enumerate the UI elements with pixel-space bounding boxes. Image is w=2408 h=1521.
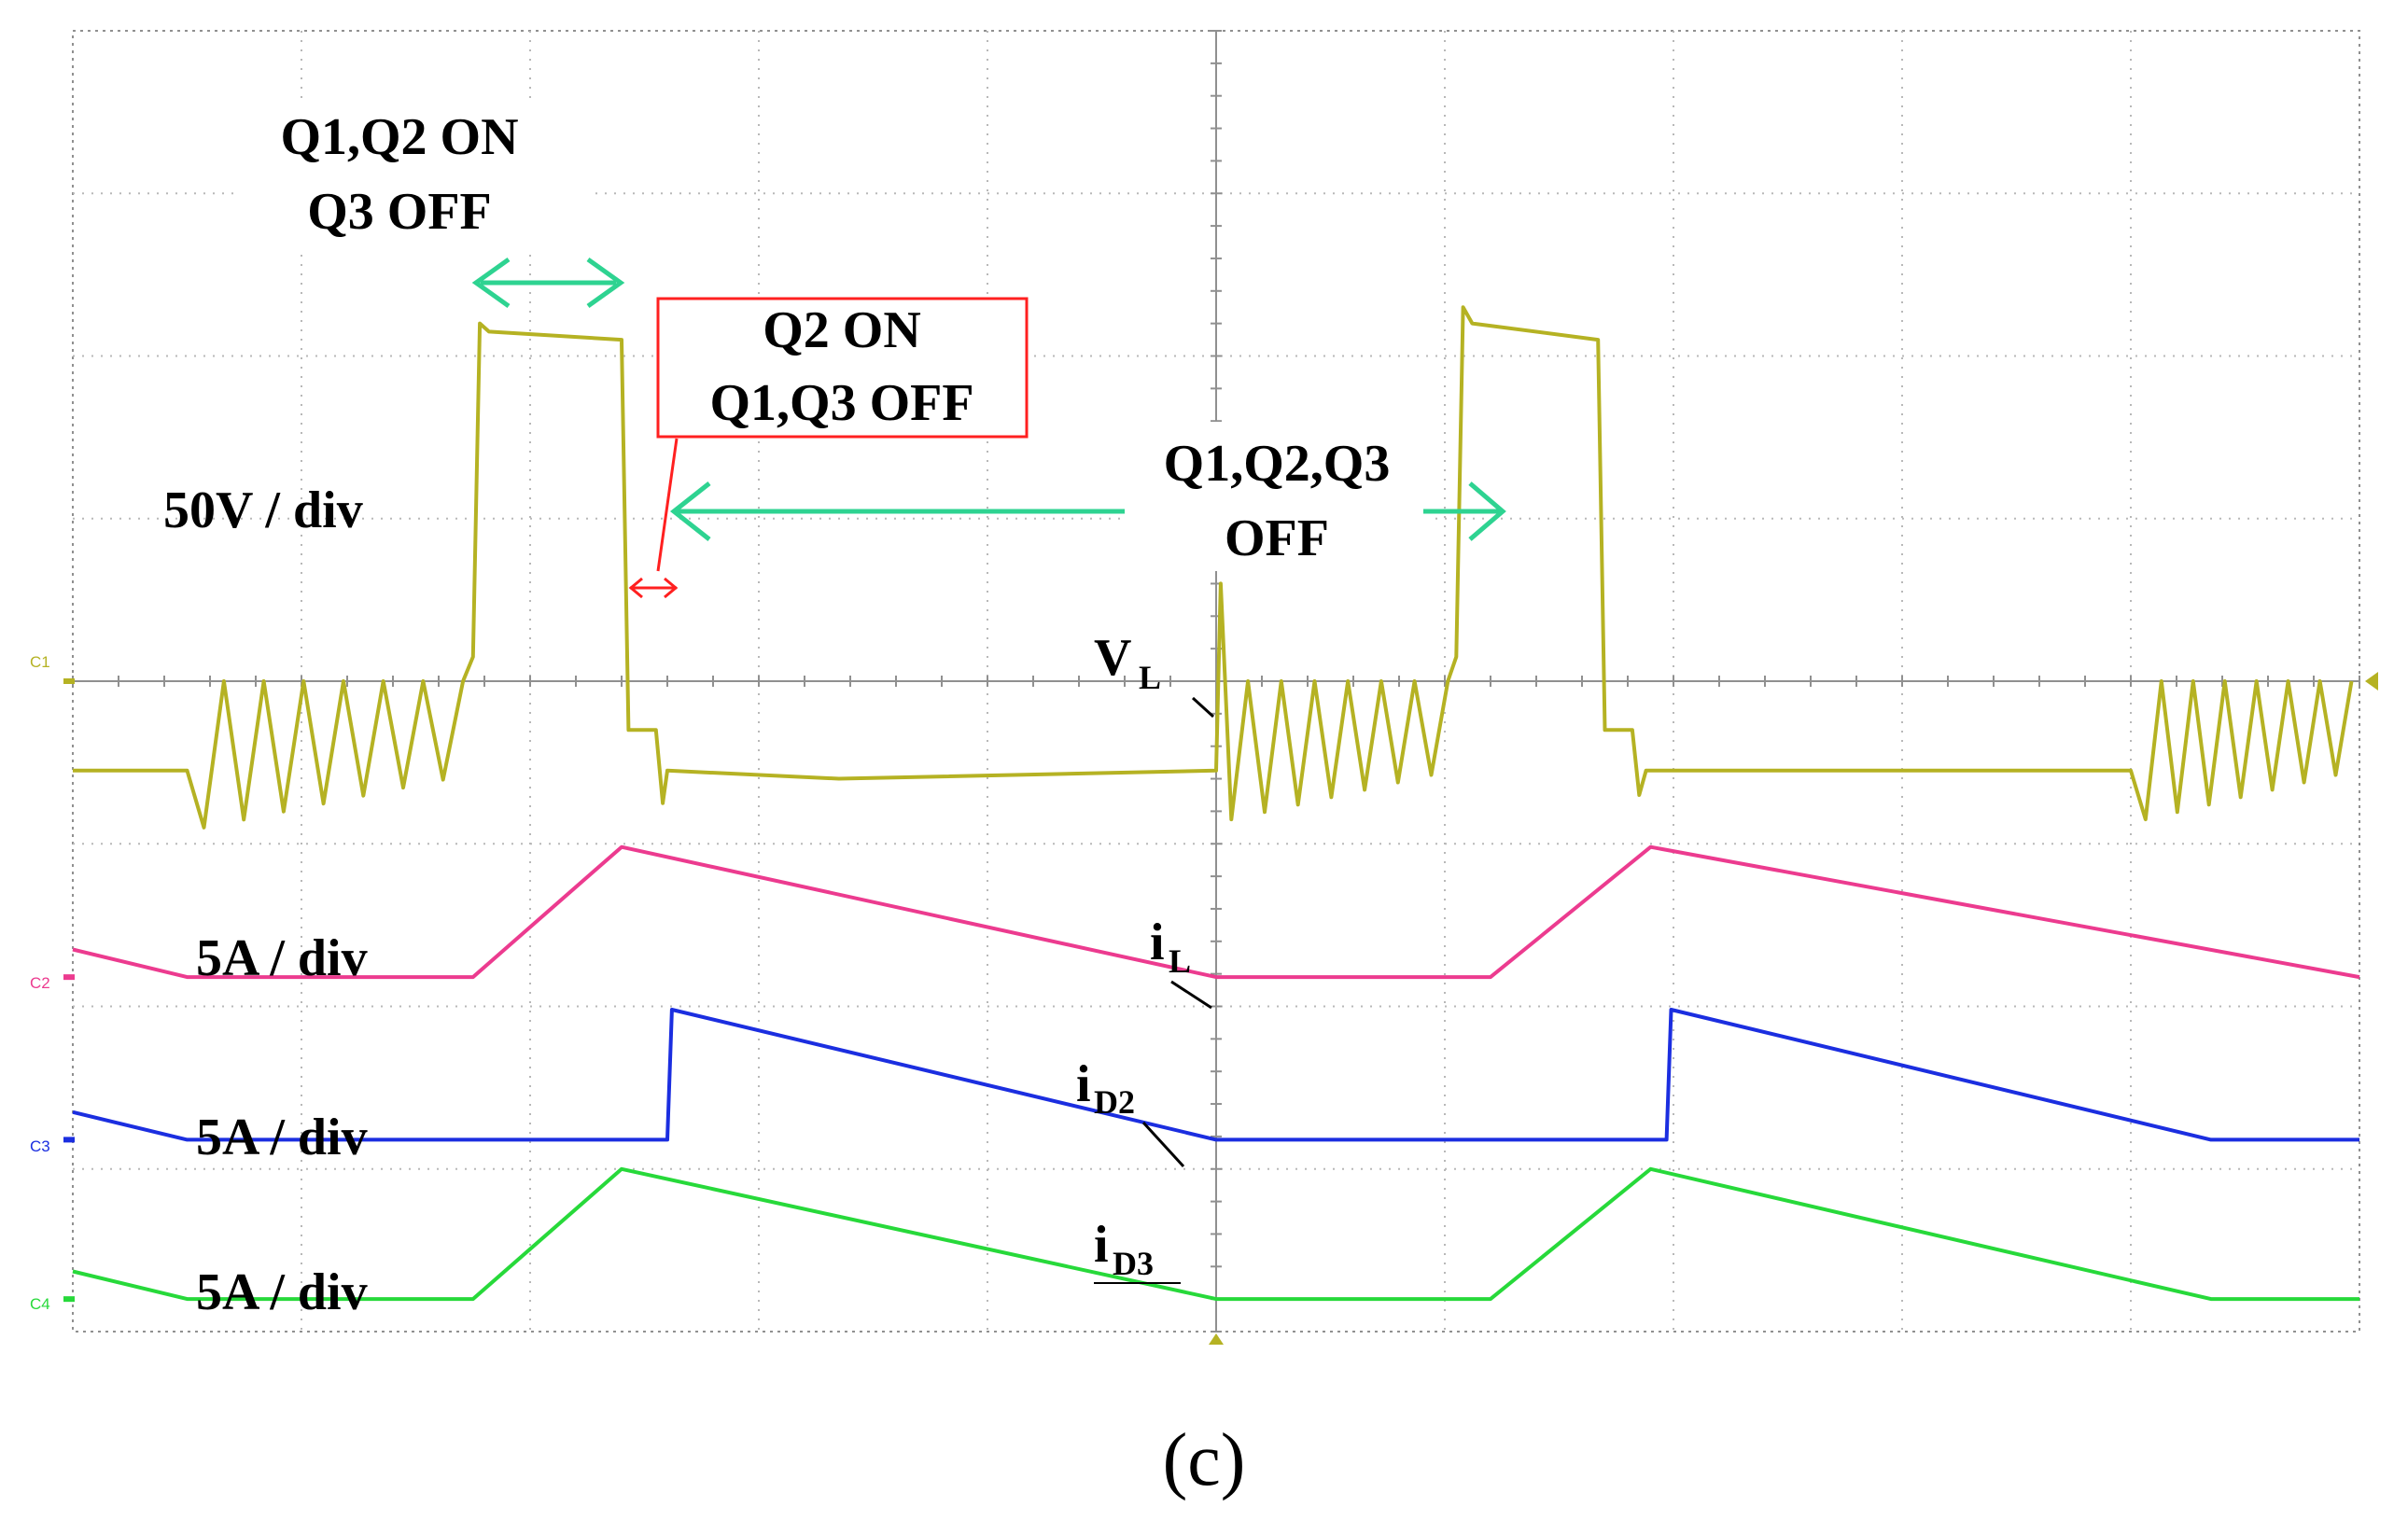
- phase1-label-bg: [233, 103, 588, 252]
- scale-label-ch4: 5A / div: [196, 1263, 368, 1321]
- phase2-arrow: [628, 438, 679, 599]
- trace-i-l: [72, 844, 2360, 980]
- phase1-arrow: [471, 257, 625, 309]
- channel-marker-c4: C4: [30, 1295, 50, 1313]
- channel-marker-c2: C2: [30, 974, 50, 992]
- trace-label-il: i L: [1150, 914, 1212, 1010]
- grid: [72, 30, 2378, 1345]
- trace-label-id3: i D3: [1094, 1216, 1181, 1284]
- phase3-label-line2: OFF: [1225, 509, 1329, 567]
- trace-label-il-main: i: [1150, 914, 1165, 971]
- trigger-position-marker: [1209, 1333, 1224, 1345]
- phase1-label-line1: Q1,Q2 ON: [280, 108, 518, 166]
- scale-label-ch1: 50V / div: [163, 481, 363, 539]
- trace-label-id3-main: i: [1094, 1216, 1109, 1274]
- trace-label-id2-sub: D2: [1094, 1083, 1135, 1121]
- trigger-level-marker: [2365, 672, 2378, 691]
- scale-label-ch2: 5A / div: [196, 929, 368, 987]
- phase2-label-line1: Q2 ON: [763, 301, 921, 359]
- traces: [63, 305, 2360, 1303]
- trace-label-id2: i D2: [1076, 1055, 1185, 1168]
- phase3-arrow-right: [1423, 481, 1506, 541]
- channel-markers: C1 C2 C3 C4: [30, 653, 50, 1313]
- trace-label-id2-main: i: [1076, 1055, 1091, 1113]
- oscilloscope-plot: C1 C2 C3 C4 50V / div 5A / div 5A / div …: [30, 30, 2378, 1345]
- phase3-label-line1: Q1,Q2,Q3: [1164, 435, 1391, 493]
- trace-i-d2: [72, 1008, 2359, 1142]
- phase3-arrow-left: [669, 481, 1125, 541]
- figure-caption: (c): [1162, 1419, 1246, 1501]
- phase2-label-box: [656, 297, 1029, 439]
- channel-marker-c3: C3: [30, 1137, 50, 1155]
- trace-i-d3: [72, 1166, 2359, 1302]
- trace-label-vl-sub: L: [1139, 659, 1161, 696]
- trace-v-l: [73, 305, 2354, 830]
- trace-label-id3-sub: D3: [1113, 1245, 1154, 1282]
- phase3-label-bg: [1125, 422, 1433, 571]
- scale-label-ch3: 5A / div: [196, 1109, 368, 1166]
- phase1-label-line2: Q3 OFF: [307, 183, 492, 241]
- channel-marker-c1: C1: [30, 653, 50, 671]
- trace-label-vl-main: V: [1094, 629, 1131, 687]
- trace-label-vl: V L: [1094, 629, 1215, 719]
- trace-label-il-sub: L: [1169, 942, 1191, 980]
- phase2-label-line2: Q1,Q3 OFF: [709, 374, 973, 432]
